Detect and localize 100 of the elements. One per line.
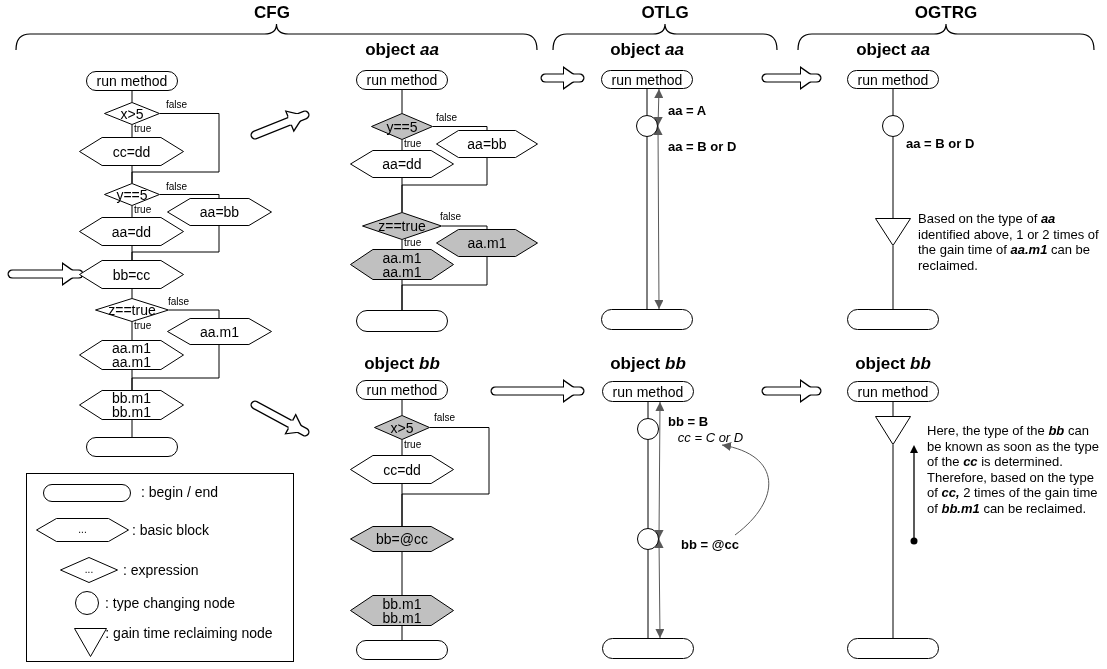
- dimension-arrow: [654, 401, 665, 540]
- edge-label: false: [168, 297, 190, 307]
- flow-line: [401, 89, 403, 114]
- section-title: OGTRG: [913, 3, 979, 23]
- edge-label: aa = B or D: [906, 137, 975, 150]
- type-change-circle: [637, 418, 659, 440]
- type-change-circle: [637, 528, 659, 550]
- type-change-circle: [636, 115, 658, 137]
- basic-block-hexagon: aa=bb: [436, 130, 538, 158]
- flow-line: [131, 205, 133, 218]
- flow-line: [131, 90, 133, 103]
- chart-title: object bb: [609, 354, 687, 374]
- chart-title: object aa: [855, 40, 931, 60]
- flow-line: [646, 136, 648, 310]
- condition-diamond: y==5: [104, 183, 160, 206]
- edge-label: true: [134, 205, 152, 215]
- diamond-icon: ...: [60, 557, 118, 583]
- flow-line: [401, 239, 403, 250]
- basic-block-hexagon: aa=bb: [167, 198, 272, 226]
- chart-title: object bb: [854, 354, 932, 374]
- dimension-arrow: [653, 88, 664, 127]
- reclaim-triangle: [875, 218, 911, 246]
- basic-block-hexagon: aa=dd: [79, 217, 184, 246]
- condition-diamond: x>5: [374, 415, 430, 440]
- chart-title: object aa: [609, 40, 685, 60]
- flow-line: [647, 401, 649, 419]
- terminal-box: [601, 309, 693, 330]
- edge-label: false: [440, 212, 462, 222]
- basic-block-hexagon: bb=cc: [79, 260, 184, 289]
- terminal-box: [356, 640, 448, 660]
- flow-line: [892, 401, 894, 417]
- flow-line: [401, 625, 403, 641]
- dimension-arrow: [654, 538, 665, 639]
- terminal-box: run method: [847, 381, 939, 402]
- edge-label: true: [134, 321, 152, 331]
- legend-text: : begin / end: [141, 484, 220, 500]
- basic-block-hexagon: aa.m1 aa.m1: [79, 340, 184, 370]
- edge-label: false: [434, 413, 456, 423]
- flow-line: [401, 279, 403, 311]
- block-arrow: [250, 110, 310, 140]
- basic-block-hexagon: bb.m1 bb.m1: [350, 595, 454, 626]
- edge-label: true: [404, 440, 422, 450]
- legend-text: : basic block: [132, 522, 211, 538]
- edge-label: true: [404, 139, 422, 149]
- flow-line: [892, 444, 894, 639]
- flow-line: [892, 88, 894, 116]
- basic-block-hexagon: bb=@cc: [350, 526, 454, 552]
- terminal-box: [86, 437, 178, 457]
- curved-arrow: [721, 442, 770, 536]
- legend-text: : expression: [123, 562, 200, 578]
- edge-label: false: [166, 182, 188, 192]
- condition-diamond: x>5: [104, 102, 160, 125]
- condition-diamond: z==true: [95, 298, 169, 322]
- type-change-circle: [882, 115, 904, 137]
- flow-line: [646, 88, 648, 116]
- annotation-text: cc = C or D: [668, 429, 753, 445]
- reclaim-triangle: [875, 416, 911, 445]
- explanation-text: Based on the type of aa identified above, 1 or 2 times of the gain time of aa.m1 can be reclaimed.: [918, 211, 1100, 274]
- chart-title: object aa: [364, 40, 440, 60]
- flow-line: [401, 551, 403, 596]
- flow-line: [401, 439, 403, 456]
- flow-line: [401, 177, 403, 213]
- annotation-text: bb = @cc: [672, 535, 748, 553]
- terminal-box: run method: [847, 70, 939, 89]
- flow-line: [892, 136, 894, 219]
- block-arrow: [7, 262, 84, 286]
- explanation-text: Here, the type of the bb can be known as soon as the type of the cc is determined. Therefore, based on the type of cc, 2 times of the gain time of bb.m1 can be reclaimed.: [927, 423, 1100, 517]
- terminal-box: run method: [356, 380, 448, 400]
- basic-block-hexagon: aa.m1: [436, 229, 538, 257]
- basic-block-hexagon: aa.m1 aa.m1: [350, 249, 454, 280]
- flow-line: [159, 194, 220, 199]
- block-arrow: [490, 379, 585, 403]
- flow-line: [131, 321, 133, 341]
- edge-label: aa = B or D: [668, 140, 737, 153]
- flow-line: [401, 139, 403, 151]
- edge-label: true: [134, 124, 152, 134]
- flow-line: [892, 245, 894, 310]
- dimension-arrow: [653, 125, 664, 310]
- block-arrow: [761, 379, 822, 403]
- flow-line: [647, 549, 649, 639]
- terminal-box: run method: [601, 70, 693, 89]
- terminal-box: [847, 309, 939, 330]
- block-arrow: [761, 66, 822, 90]
- legend-text: : gain time reclaiming node: [104, 625, 274, 641]
- basic-block-hexagon: aa.m1: [167, 318, 272, 345]
- basic-block-hexagon: bb.m1 bb.m1: [79, 390, 184, 420]
- flow-line: [131, 419, 133, 438]
- section-title: CFG: [253, 3, 291, 23]
- flow-line: [441, 225, 488, 230]
- flow-line: [131, 288, 133, 299]
- edge-label: bb = B: [668, 415, 709, 428]
- flow-line: [647, 439, 649, 529]
- flow-line: [401, 399, 403, 416]
- flow-line: [131, 124, 133, 138]
- edge-label: false: [166, 100, 188, 110]
- flow-line: [131, 369, 133, 391]
- basic-block-hexagon: cc=dd: [79, 137, 184, 166]
- edge-label: true: [404, 238, 422, 248]
- basic-block-hexagon: cc=dd: [350, 455, 454, 484]
- terminal-box: [847, 638, 939, 659]
